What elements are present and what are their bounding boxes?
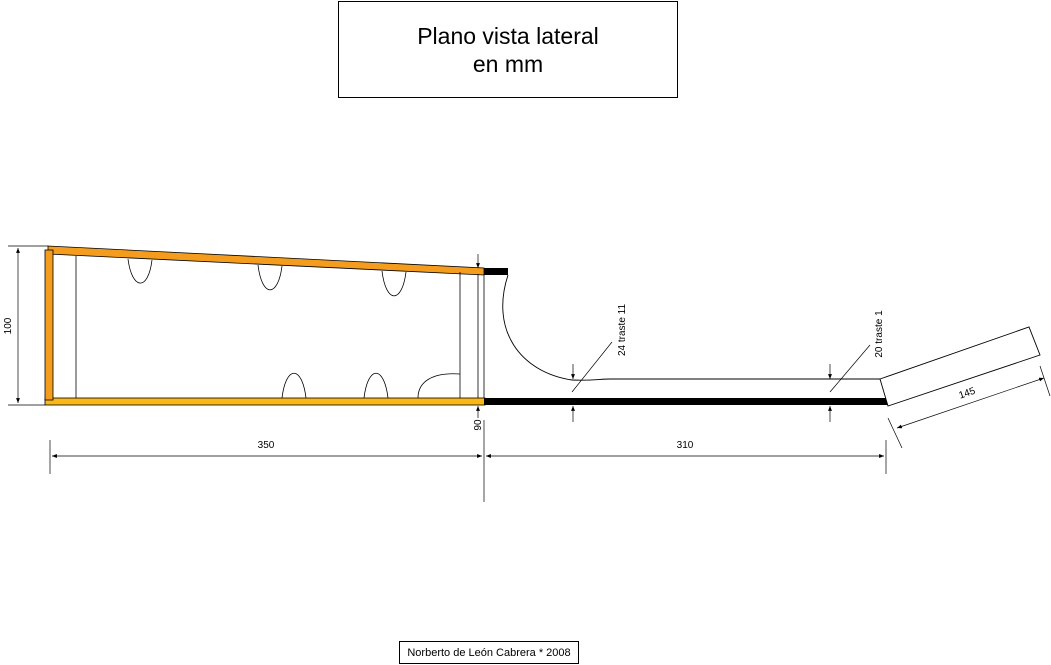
leader-fret11	[571, 341, 613, 393]
top-brace	[381, 270, 407, 297]
title-line-1: Plano vista lateral	[417, 22, 599, 49]
neck-heel-curve	[502, 274, 573, 381]
fingerboard-extension	[484, 268, 508, 275]
dim-label-350: 350	[258, 440, 275, 451]
title-box: Plano vista lateral en mm	[338, 1, 678, 98]
top-brace	[257, 264, 283, 291]
neck-profile	[571, 378, 880, 381]
dim-line-145	[896, 377, 1045, 429]
dim-extension-line	[1039, 365, 1051, 397]
body-end-block	[44, 249, 54, 401]
dim-label-90: 90	[473, 419, 484, 431]
label-fret-1: 20 traste 1	[874, 310, 885, 358]
back-brace	[281, 372, 307, 399]
author-credit: Norberto de León Cabrera * 2008	[399, 641, 579, 664]
body-back-plate	[44, 397, 486, 406]
dim-label-height: 100	[3, 317, 14, 334]
leader-fret1	[829, 344, 871, 393]
dim-label-310: 310	[677, 440, 694, 451]
back-brace	[363, 372, 389, 399]
heel-block	[417, 373, 461, 399]
dim-extension-line	[887, 417, 903, 449]
label-fret-11: 24 traste 11	[617, 304, 628, 357]
title-line-2: en mm	[472, 50, 544, 77]
top-brace	[127, 258, 153, 284]
fingerboard	[484, 398, 888, 405]
dim-label-145: 145	[958, 386, 978, 402]
body-top-plate	[47, 245, 485, 276]
